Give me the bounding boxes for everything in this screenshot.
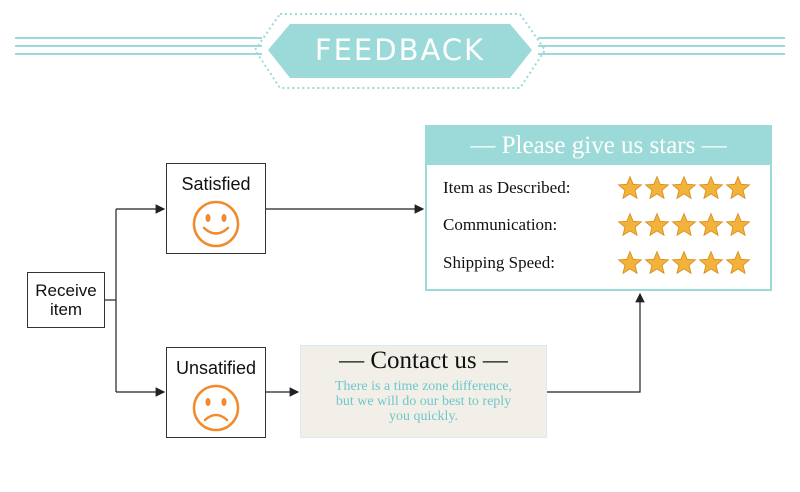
star-icon [698,175,724,200]
contact-message: There is a time zone difference, but we … [301,379,546,424]
star-icon [671,175,697,200]
sad-face-icon [192,384,240,432]
star-icon [644,175,670,200]
smiley-face-icon [192,200,240,248]
rating-label: Shipping Speed: [443,253,555,272]
star-icon [698,212,724,237]
star-icon [644,250,670,275]
rating-row: Communication: [443,209,751,241]
star-icon [725,250,751,275]
star-icon [725,175,751,200]
stars-panel: — Please give us stars — Item as Describ… [425,125,772,291]
star-icon [617,250,643,275]
star-rating [617,250,751,276]
contact-panel: — Contact us — There is a time zone diff… [300,345,547,438]
stars-panel-title: — Please give us stars — [427,127,770,165]
rating-row: Item as Described: [443,172,751,204]
contact-line: you quickly. [388,409,459,424]
rating-label: Item as Described: [443,178,571,197]
satisfied-label: Satisfied [181,174,251,194]
unsatisfied-box: Unsatified [166,347,266,438]
receive-item-line2: item [49,300,83,319]
rating-label: Communication: [443,215,558,234]
banner-title: FEEDBACK [314,33,486,67]
satisfied-box: Satisfied [166,163,266,254]
receive-item-line1: Receive [35,281,97,300]
star-icon [671,212,697,237]
star-rating [617,212,751,238]
rating-row: Shipping Speed: [443,247,751,279]
contact-title: — Contact us — [339,347,508,374]
star-icon [644,212,670,237]
star-icon [617,175,643,200]
star-icon [617,212,643,237]
banner-graphic [15,13,785,89]
unsatisfied-label: Unsatified [175,358,257,378]
star-icon [698,250,724,275]
receive-item-box: Receive item [27,272,105,328]
star-icon [671,250,697,275]
star-icon [725,212,751,237]
star-rating [617,175,751,201]
contact-line: There is a time zone difference, [335,379,512,394]
feedback-banner: FEEDBACK [0,0,800,100]
contact-line: but we will do our best to reply [335,394,512,409]
